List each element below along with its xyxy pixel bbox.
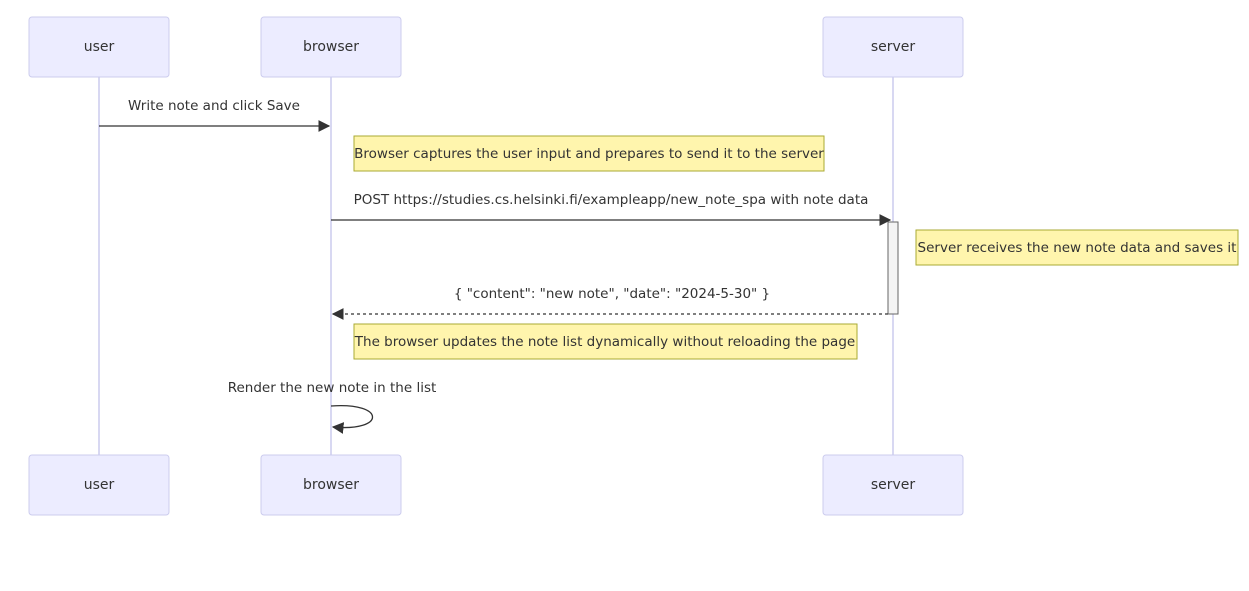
participant-server-bottom[interactable]: server <box>822 454 964 516</box>
note-browser-updates: The browser updates the note list dynami… <box>353 323 858 360</box>
participant-browser-top[interactable]: browser <box>260 16 402 78</box>
message-post-label: POST https://studies.cs.helsinki.fi/exam… <box>354 192 869 208</box>
participant-label: browser <box>303 477 359 493</box>
note-browser-captures: Browser captures the user input and prep… <box>353 135 825 172</box>
note-server-saves: Server receives the new note data and sa… <box>915 229 1239 266</box>
server-activation-bar <box>887 221 899 315</box>
participant-server-top[interactable]: server <box>822 16 964 78</box>
participant-label: user <box>84 39 115 55</box>
note-text: The browser updates the note list dynami… <box>354 334 855 350</box>
participant-user-bottom[interactable]: user <box>28 454 170 516</box>
message-render-label: Render the new note in the list <box>228 380 437 396</box>
message-write-note-label: Write note and click Save <box>128 98 300 114</box>
participant-label: browser <box>303 39 359 55</box>
participant-label: server <box>871 477 916 493</box>
message-response-label: { "content": "new note", "date": "2024-5… <box>454 286 770 302</box>
note-text: Browser captures the user input and prep… <box>354 146 824 162</box>
participant-label: user <box>84 477 115 493</box>
message-render-arrow <box>330 405 374 434</box>
participant-user-top[interactable]: user <box>28 16 170 78</box>
participant-browser-bottom[interactable]: browser <box>260 454 402 516</box>
note-text: Server receives the new note data and sa… <box>918 240 1237 256</box>
participant-label: server <box>871 39 916 55</box>
